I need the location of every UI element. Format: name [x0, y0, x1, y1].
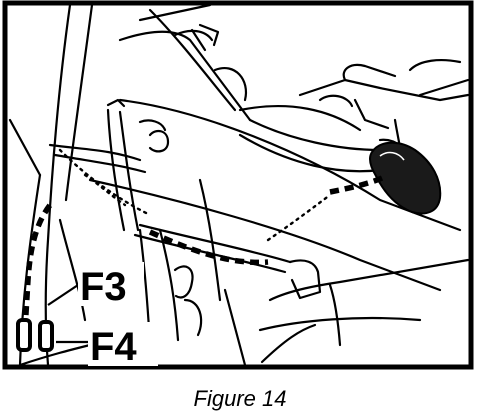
- fuse-f4-right: [38, 320, 54, 352]
- dotted-wire-route: [58, 148, 332, 242]
- fuse-f4-left: [16, 318, 32, 352]
- dashed-wire-route: [22, 175, 384, 331]
- figure-caption: Figure 14: [194, 386, 287, 411]
- leader-f3: [47, 284, 79, 306]
- grommet: [368, 141, 442, 215]
- callout-f4: F4: [90, 325, 137, 369]
- callout-f3: F3: [80, 265, 127, 309]
